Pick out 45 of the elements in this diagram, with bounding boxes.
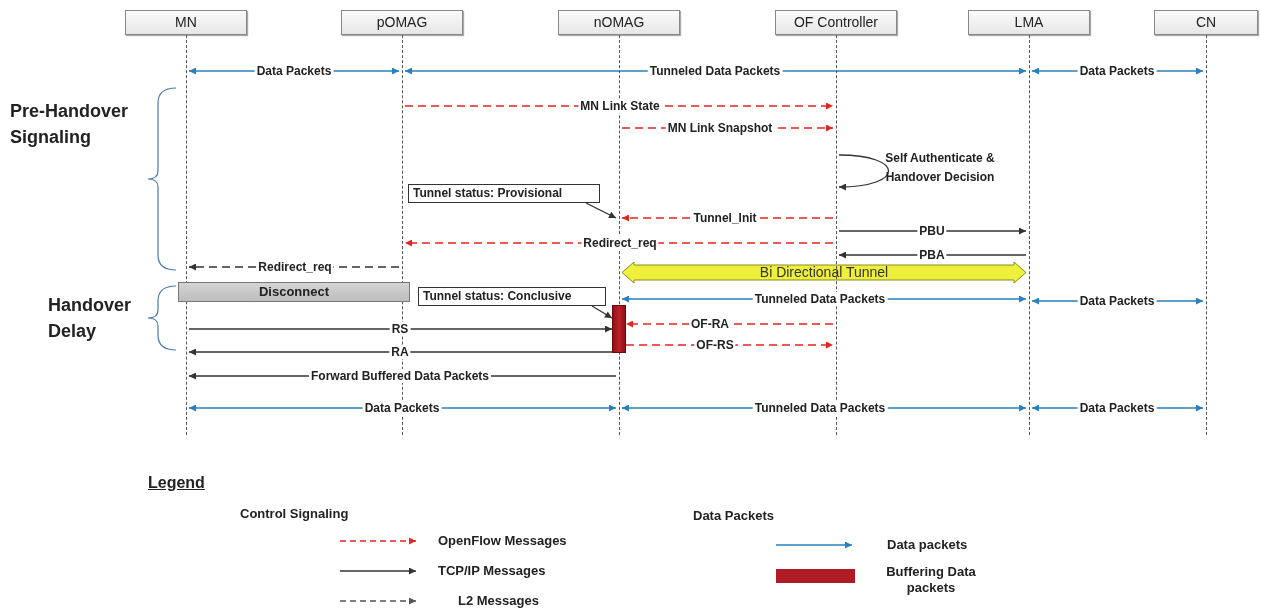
lifeline xyxy=(1026,35,1032,435)
participant-box: pOMAG xyxy=(341,10,463,35)
participant-box: MN xyxy=(125,10,247,35)
edge-label: Tunneled Data Packets xyxy=(752,401,888,415)
lifeline xyxy=(183,35,189,435)
edge-label: OF-RA xyxy=(689,317,731,331)
legend-text: Buffering Data packets xyxy=(885,564,977,596)
edge-label: PBU xyxy=(917,224,947,238)
edge-label: RS xyxy=(389,322,411,336)
lifeline xyxy=(1203,35,1209,435)
participant-box: LMA xyxy=(968,10,1090,35)
legend-text: OpenFlow Messages xyxy=(438,533,567,548)
buffer-bar xyxy=(612,305,626,353)
participant-box: CN xyxy=(1154,10,1258,35)
edge-label: MN Link State xyxy=(578,99,662,113)
edge-label: Data Packets xyxy=(254,64,334,78)
legend-text: TCP/IP Messages xyxy=(438,563,546,578)
edge-label: Data Packets xyxy=(1077,64,1157,78)
edge-label: Self Authenticate & Handover Decision xyxy=(884,150,996,186)
edge-label: Data Packets xyxy=(1077,294,1157,308)
edge-label: Tunneled Data Packets xyxy=(647,64,783,78)
legend-group-heading: Data Packets xyxy=(693,508,774,523)
legend-group-heading: Control Signaling xyxy=(240,506,349,521)
legend-title: Legend xyxy=(148,474,205,492)
edge-label: Data Packets xyxy=(1077,401,1157,415)
legend-text: L2 Messages xyxy=(458,593,539,608)
edge-label: Redirect_req xyxy=(581,236,659,250)
tunnel-double-arrow: Bi Directional Tunnel xyxy=(622,262,1026,283)
edge-label: Data Packets xyxy=(362,401,442,415)
phase-label: Handover Delay xyxy=(48,294,133,343)
edge-label: OF-RS xyxy=(694,338,736,352)
phase-label: Pre-Handover Signaling xyxy=(10,100,130,149)
disconnect-bar: Disconnect xyxy=(178,282,410,302)
legend-text: Data packets xyxy=(887,537,968,552)
edge-label: MN Link Snapshot xyxy=(665,121,775,135)
edge-label: Tunnel_Init xyxy=(691,211,759,225)
edge-label: Forward Buffered Data Packets xyxy=(308,369,492,383)
status-note: Tunnel status: Conclusive xyxy=(418,287,606,306)
edge-label: Redirect_req xyxy=(256,260,334,274)
edge-label: RA xyxy=(389,345,411,359)
edge-label: PBA xyxy=(917,248,947,262)
edge-label: Tunneled Data Packets xyxy=(752,292,888,306)
participant-box: OF Controller xyxy=(775,10,897,35)
participant-box: nOMAG xyxy=(558,10,680,35)
status-note: Tunnel status: Provisional xyxy=(408,184,600,203)
